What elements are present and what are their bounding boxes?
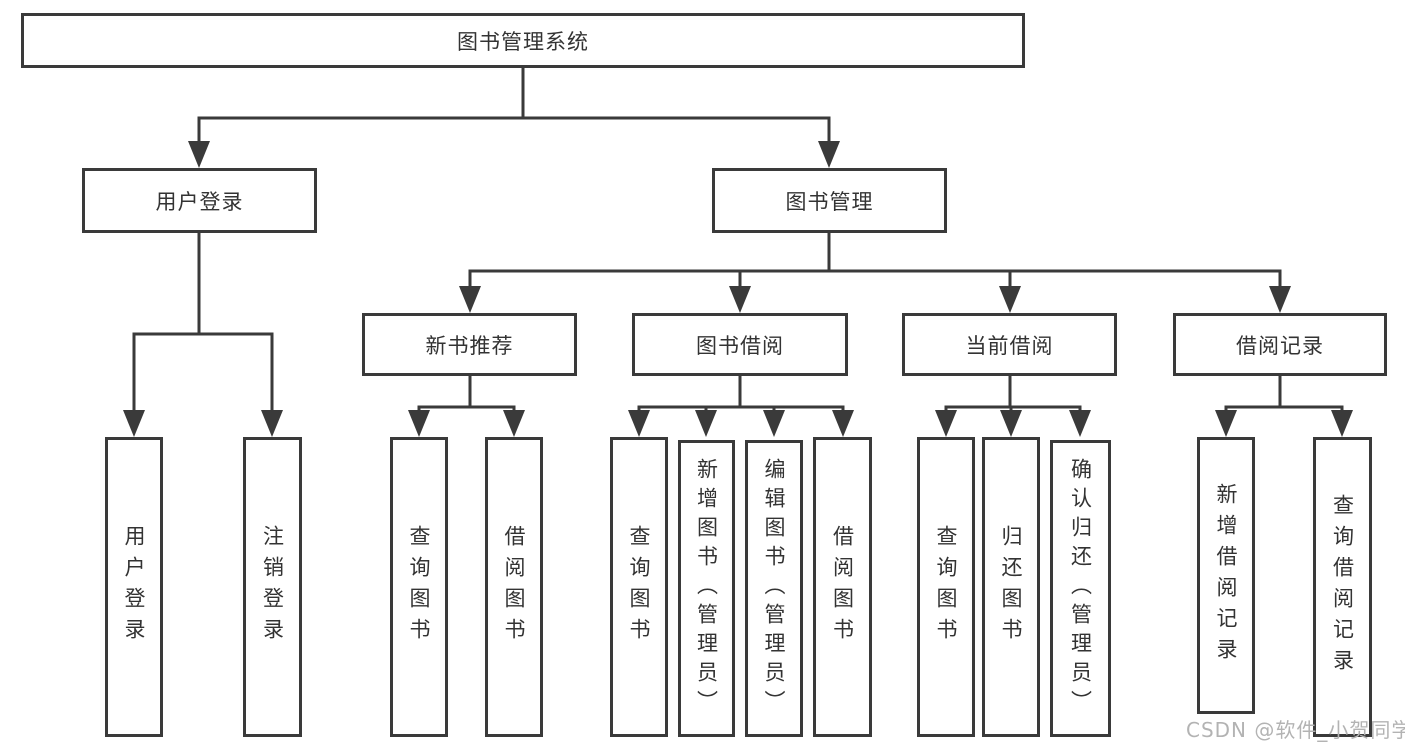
leaf-borrow-books-borrowing: 借阅图书 [813,437,872,737]
leaf-add-book-admin: 新增图书（管理员） [678,440,735,737]
leaf-confirm-return-admin: 确认归还（管理员） [1050,440,1111,737]
leaf-query-borrow-record: 查询借阅记录 [1313,437,1372,737]
leaf-add-borrow-record: 新增借阅记录 [1197,437,1255,714]
leaf-edit-book-admin: 编辑图书（管理员） [745,440,803,737]
node-library-management-system: 图书管理系统 [21,13,1025,68]
node-current-borrowing: 当前借阅 [902,313,1117,376]
node-new-book-recommend: 新书推荐 [362,313,577,376]
leaf-query-books-borrowing: 查询图书 [610,437,668,737]
leaf-query-books-recommend: 查询图书 [390,437,448,737]
node-book-management: 图书管理 [712,168,947,233]
node-borrowing-records: 借阅记录 [1173,313,1387,376]
watermark-text: CSDN @软件_小贺同学 [1186,718,1405,742]
leaf-logout: 注销登录 [243,437,302,737]
leaf-borrow-books-recommend: 借阅图书 [485,437,543,737]
leaf-return-books: 归还图书 [982,437,1040,737]
leaf-query-books-current: 查询图书 [917,437,975,737]
node-user-login: 用户登录 [82,168,317,233]
node-book-borrowing: 图书借阅 [632,313,848,376]
leaf-user-login: 用户登录 [105,437,163,737]
